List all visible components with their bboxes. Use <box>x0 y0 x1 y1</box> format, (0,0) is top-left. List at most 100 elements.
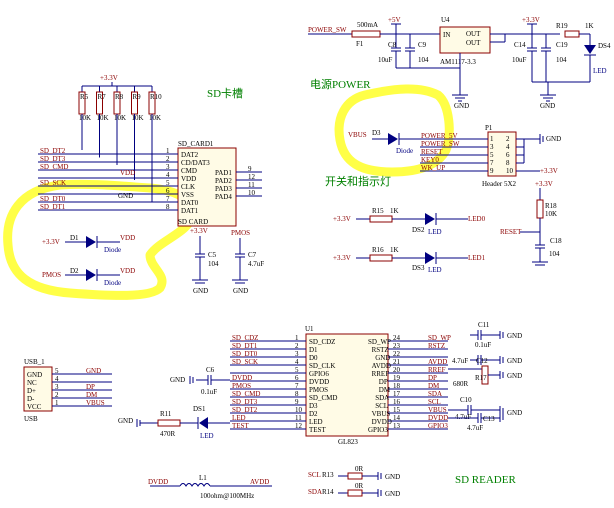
c12-value: 4.7uF <box>452 357 468 365</box>
ds3-led-icon <box>425 252 435 264</box>
r11-ref: R11 <box>160 410 172 418</box>
fuse-ref: F1 <box>356 40 364 48</box>
pullup-val-0: 10K <box>79 114 91 122</box>
title-sd-reader: SD READER <box>455 474 516 486</box>
l1-ref: L1 <box>199 474 207 482</box>
u1-left-pin-2: D0 <box>309 354 318 362</box>
usb-ref: USB_1 <box>24 358 45 366</box>
u1-left-net-3: SD_SCK <box>232 358 258 366</box>
c10-ref: C10 <box>460 396 472 404</box>
u1-left-pin-9: D2 <box>309 410 318 418</box>
sd-pad-num-0: 9 <box>248 165 252 173</box>
usb-pin-0: GND <box>27 371 42 379</box>
u1-right-net-6: DM <box>428 382 440 390</box>
p1-vcc-label: +3.3V <box>540 167 558 175</box>
ds2-led-icon <box>425 213 435 225</box>
c12-ref: C12 <box>476 357 488 365</box>
u4-ref: U4 <box>441 16 450 24</box>
usb-num-0: 5 <box>55 367 59 375</box>
p1-pin-l-4: 9 <box>490 167 494 175</box>
usb-num-4: 1 <box>55 399 59 407</box>
sd-pin-name-6: DAT0 <box>181 199 199 207</box>
scl-net: SCL <box>308 471 321 479</box>
u1-right-num-6: 18 <box>393 382 401 390</box>
c13-ref: C13 <box>483 415 495 423</box>
c19-value: 104 <box>556 56 567 64</box>
sd-pin-name-3: VDD <box>181 175 196 183</box>
ds3-label: LED <box>428 266 442 274</box>
u4-regulator <box>439 26 491 54</box>
sd-net-2: SD_CMD <box>40 163 68 171</box>
bottom-section: DVDD L1 100ohm@100MHz AVDD SCL R13 0R GN… <box>148 465 400 500</box>
c7-value: 4.7uF <box>248 260 264 268</box>
ds1-ref: DS1 <box>193 405 206 413</box>
u1-left-num-9: 10 <box>295 406 303 414</box>
c9-ref: C9 <box>418 41 427 49</box>
u1-left-num-4: 5 <box>295 366 299 374</box>
c6-ref: C6 <box>206 366 215 374</box>
p1-net-4: WK_UP <box>421 164 445 172</box>
u1-left-num-6: 7 <box>295 382 299 390</box>
c13-value: 4.7uF <box>467 424 483 432</box>
p1-pin-l-2: 5 <box>490 151 494 159</box>
u1-right-pin-8: SCL <box>375 402 388 410</box>
u1-left-net-5: DVDD <box>232 374 252 382</box>
usb-pin-4: VCC <box>27 403 42 411</box>
r14-value: 0R <box>355 482 364 490</box>
p1-part: Header 5X2 <box>482 180 517 188</box>
c14-value: 10uF <box>512 56 527 64</box>
c5-gnd: GND <box>193 287 208 295</box>
fuse-f1 <box>351 30 381 38</box>
title-switch-led: 开关和指示灯 <box>325 174 391 188</box>
u1-right-pin-6: DM <box>379 386 391 394</box>
u1-right-pin-3: AVDD <box>372 362 391 370</box>
r18-vcc: +3.3V <box>535 180 553 188</box>
usb-pin-3: D- <box>27 395 35 403</box>
highlight-sd-slot <box>3 179 197 300</box>
sda-net: SDA <box>308 488 322 496</box>
dvdd-net: DVDD <box>148 478 168 486</box>
pullup-ref-0: R5 <box>80 93 89 101</box>
u1-right-num-4: 20 <box>393 366 401 374</box>
u4-out2: OUT <box>466 39 481 47</box>
u1-right-pin-1: RSTZ <box>372 346 389 354</box>
u1-left-num-11: 12 <box>295 422 303 430</box>
ds1-label: LED <box>200 432 214 440</box>
u1-right-net-5: DP <box>428 374 437 382</box>
usb-pin-2: D+ <box>27 387 36 395</box>
p1-gnd-label: GND <box>546 135 561 143</box>
pullup-val-3: 10K <box>132 114 144 122</box>
r13-value: 0R <box>355 465 364 473</box>
sd-pad-name-0: PAD1 <box>215 169 232 177</box>
u1-right-num-11: 13 <box>393 422 401 430</box>
sd-pin-name-4: CLK <box>181 183 195 191</box>
sd-pin-num-0: 1 <box>166 147 170 155</box>
title-power: 电源POWER <box>310 77 371 91</box>
u1-left-num-7: 8 <box>295 390 299 398</box>
u1-left-net-10: LED <box>232 414 246 422</box>
usb-net-3: DM <box>86 391 98 399</box>
net-reset: RESET <box>500 228 522 236</box>
u1-right-net-8: SCL <box>428 398 441 406</box>
sd-card-ref: SD_CARD1 <box>178 140 214 148</box>
sd-pmos-net: PMOS <box>231 229 250 237</box>
r16-value: 1K <box>390 246 399 254</box>
u4-part: AM1117-3.3 <box>440 58 476 66</box>
vcc-33v-out: +3.3V <box>522 16 540 24</box>
u1-right-pin-10: DVDD <box>372 418 392 426</box>
c11-gnd: GND <box>507 332 522 340</box>
r17-ref: R17 <box>475 374 487 382</box>
sd-pin-num-3: 4 <box>166 171 170 179</box>
u1-left-pin-8: D3 <box>309 402 318 410</box>
r13-gnd: GND <box>385 473 400 481</box>
u1-left-num-10: 11 <box>295 414 302 422</box>
u1-right-num-7: 17 <box>393 390 401 398</box>
u1-left-net-11: TEST <box>232 422 249 430</box>
u1-right-pin-7: SDA <box>375 394 389 402</box>
u1-left-net-8: SD_DT3 <box>232 398 258 406</box>
r18-ref: R18 <box>545 202 557 210</box>
u1-right-net-9: VBUS <box>428 406 447 414</box>
gnd-label-u4: GND <box>454 102 469 110</box>
